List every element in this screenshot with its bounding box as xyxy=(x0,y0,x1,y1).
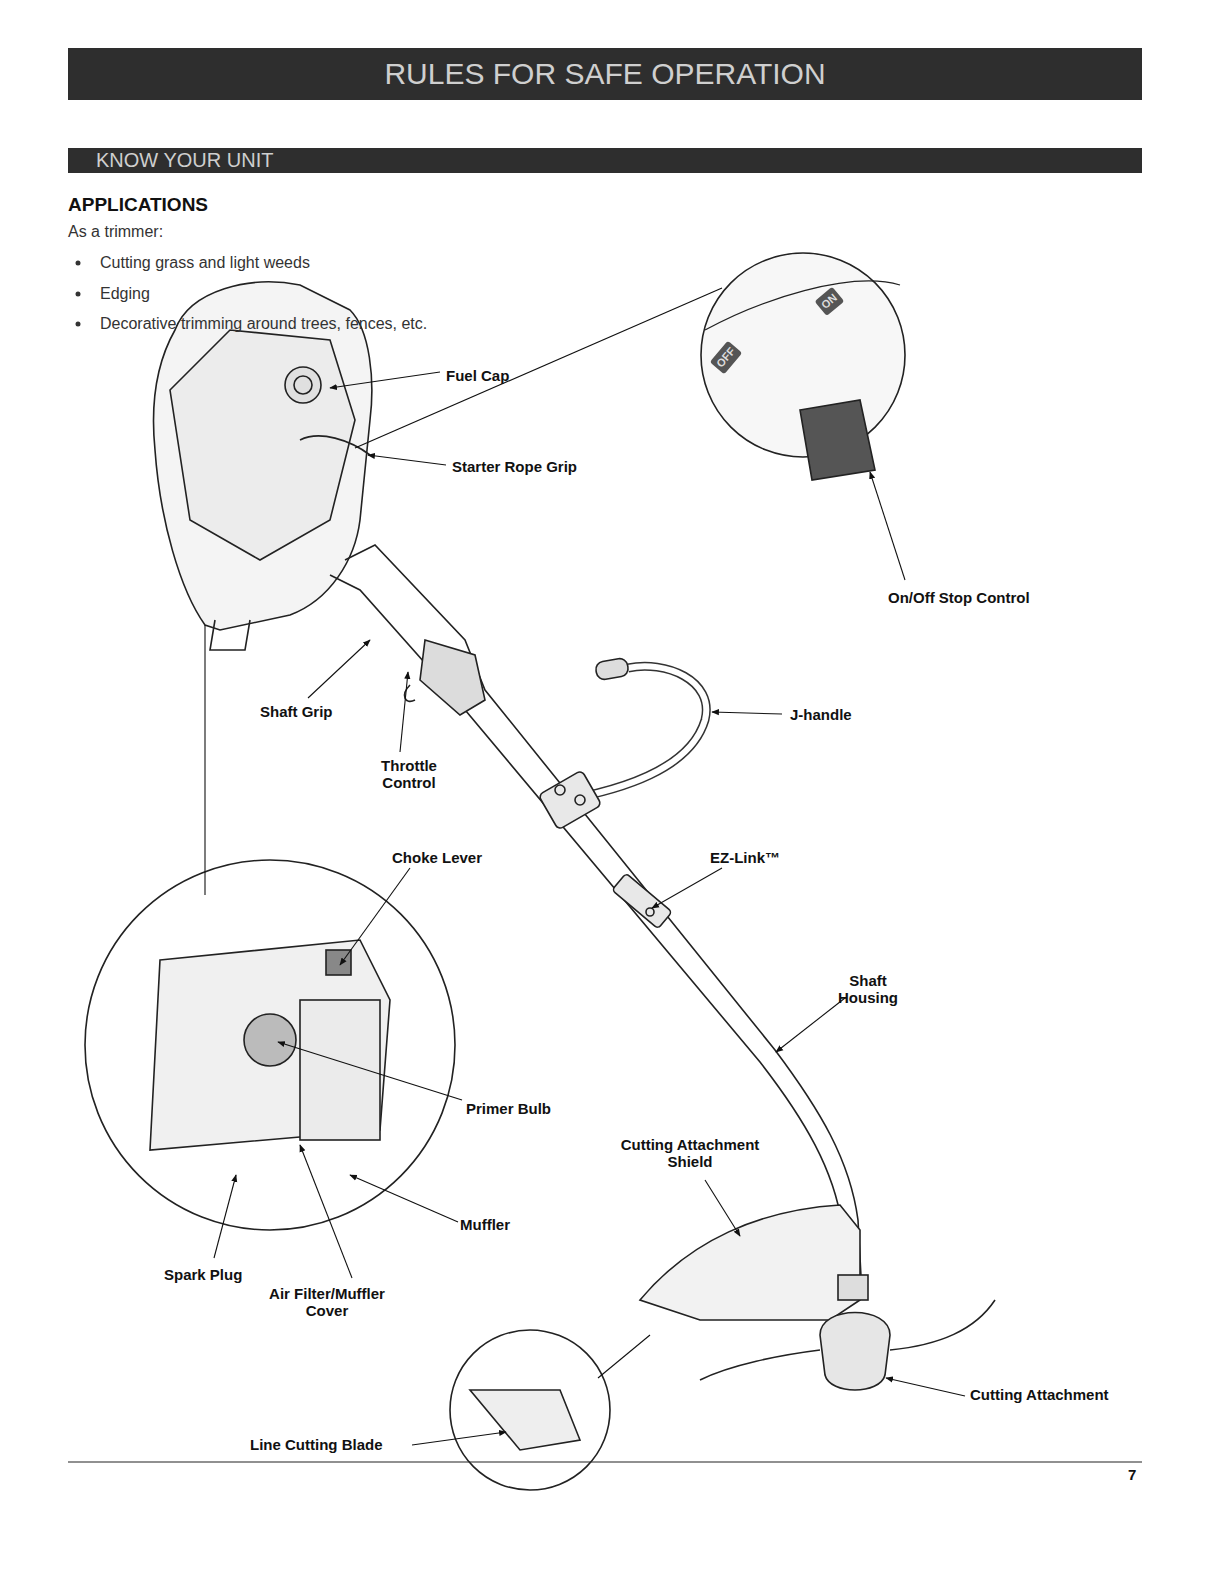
drawing-path xyxy=(640,1205,860,1320)
drawing-rect xyxy=(595,657,630,680)
drawing-circle xyxy=(575,795,585,805)
drawing-path xyxy=(210,620,250,650)
leader-lines xyxy=(205,288,965,1445)
section-heading: APPLICATIONS xyxy=(68,196,208,213)
drawing-polyline xyxy=(204,625,205,895)
part-name: Choke Lever xyxy=(392,849,482,866)
drawing-line xyxy=(412,1432,506,1445)
drawing-path xyxy=(345,545,862,1295)
part-name: J-handle xyxy=(790,706,852,723)
drawing-line xyxy=(355,288,722,448)
drawing-circle xyxy=(85,860,455,1230)
part-name: Fuel Cap xyxy=(446,367,509,384)
footer-rule xyxy=(68,1461,1142,1462)
drawing-circle xyxy=(76,322,81,327)
drawing-path xyxy=(705,281,900,330)
part-name: Line Cutting Blade xyxy=(250,1436,383,1453)
drawing-rect xyxy=(326,950,351,975)
drawing-line xyxy=(870,472,905,580)
drawing-path xyxy=(470,1390,580,1450)
band-title: KNOW YOUR UNIT xyxy=(96,149,273,172)
intro-text: As a trimmer: xyxy=(68,222,163,241)
drawing-line xyxy=(350,1175,458,1222)
part-name: Starter Rope Grip xyxy=(452,458,577,475)
part-name: Spark Plug xyxy=(164,1266,242,1283)
drawing-line xyxy=(712,712,782,714)
drawing-circle xyxy=(244,1014,296,1066)
drawing-line xyxy=(214,1175,236,1258)
part-name: On/Off Stop Control xyxy=(888,589,1030,606)
drawing-path xyxy=(700,1350,820,1380)
drawing-path xyxy=(800,400,875,480)
part-name: Primer Bulb xyxy=(466,1100,551,1117)
part-name: Cutting Attachment xyxy=(970,1386,1109,1403)
drawing-path xyxy=(154,282,372,630)
drawing-line xyxy=(776,998,845,1052)
bullet-text: Edging xyxy=(100,284,150,303)
drawing-line xyxy=(340,868,410,965)
drawing-circle xyxy=(646,908,654,916)
drawing-path xyxy=(420,640,485,715)
drawing-path xyxy=(820,1313,890,1391)
trimmer-drawing xyxy=(85,253,995,1490)
drawing-circle xyxy=(285,367,321,403)
drawing-line xyxy=(330,372,440,388)
part-name: Throttle Control xyxy=(368,757,450,791)
bullet-dots xyxy=(76,261,81,327)
part-name: Cutting Attachment Shield xyxy=(600,1136,780,1170)
part-name: Air Filter/Muffler Cover xyxy=(264,1285,390,1319)
part-name: Shaft Housing xyxy=(826,972,910,1006)
drawing-circle xyxy=(555,785,565,795)
drawing-rect xyxy=(612,873,672,928)
drawing-line xyxy=(368,455,446,465)
drawing-line xyxy=(705,1180,740,1236)
page-number: 7 xyxy=(1128,1466,1136,1483)
drawing-circle xyxy=(76,261,81,266)
band-title: RULES FOR SAFE OPERATION xyxy=(384,57,825,91)
drawing-line xyxy=(308,640,370,698)
part-name: Shaft Grip xyxy=(260,703,333,720)
drawing-line xyxy=(400,672,408,752)
drawing-circle xyxy=(450,1330,610,1490)
drawing-path xyxy=(330,575,846,1295)
header-band: KNOW YOUR UNIT xyxy=(68,148,1142,173)
part-name: Muffler xyxy=(460,1216,510,1233)
bullet-text: Decorative trimming around trees, fences… xyxy=(100,314,427,333)
drawing-path xyxy=(170,330,355,560)
drawing-line xyxy=(300,1145,352,1278)
drawing-line xyxy=(886,1378,965,1396)
drawing-circle xyxy=(294,376,312,394)
drawing-line xyxy=(598,1335,650,1378)
drawing-circle xyxy=(76,292,81,297)
drawing-line xyxy=(652,868,722,908)
part-name: EZ-Link™ xyxy=(710,849,780,866)
drawing-line xyxy=(278,1042,462,1100)
drawing-path xyxy=(150,940,390,1150)
drawing-rect xyxy=(838,1275,868,1300)
header-band: RULES FOR SAFE OPERATION xyxy=(68,48,1142,100)
drawing-path xyxy=(890,1300,995,1350)
bullet-text: Cutting grass and light weeds xyxy=(100,253,310,272)
drawing-rect xyxy=(538,770,601,830)
